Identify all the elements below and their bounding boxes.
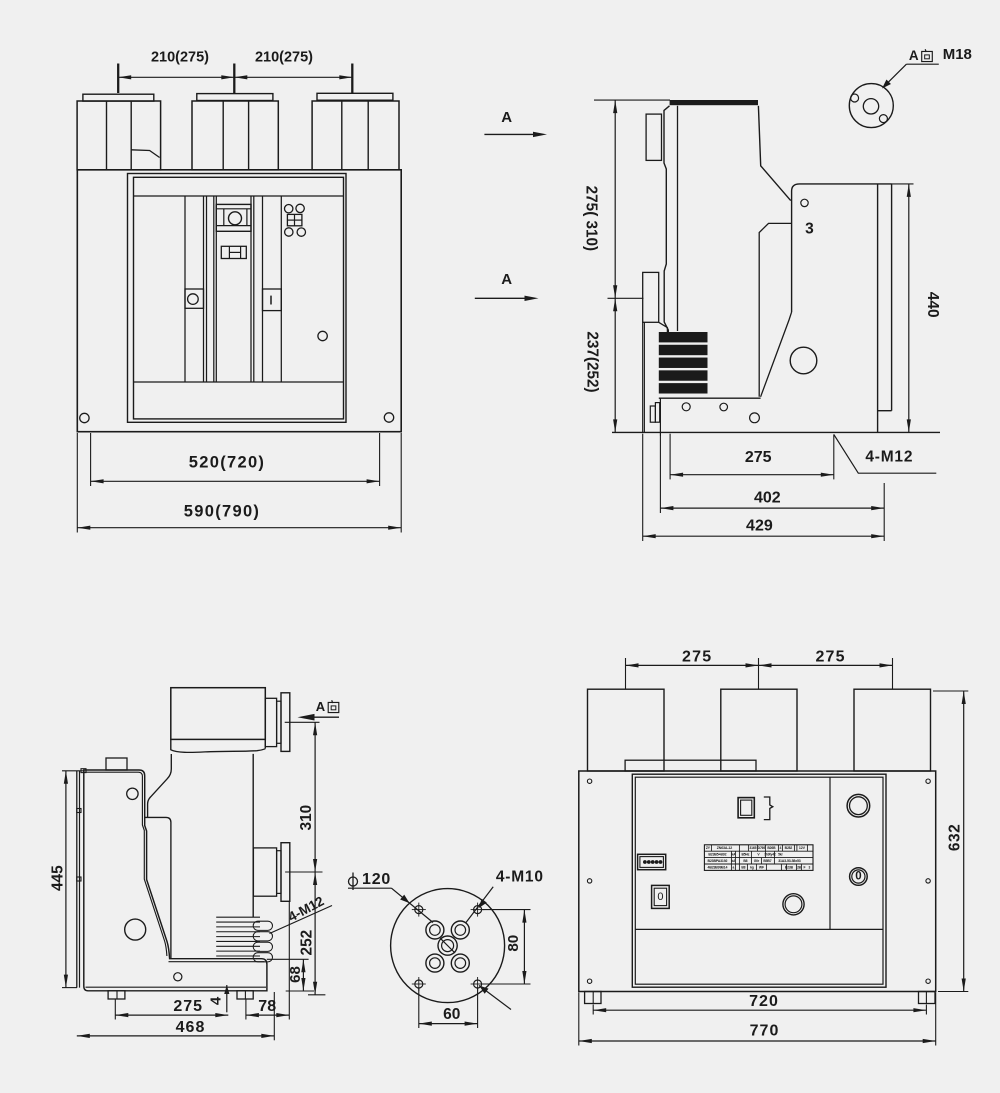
svg-text:3: 3 bbox=[809, 865, 811, 869]
svg-text:ZY: ZY bbox=[706, 846, 711, 850]
svg-text:445: 445 bbox=[50, 865, 67, 891]
svg-text:80: 80 bbox=[505, 935, 522, 952]
svg-text:ZN63A-12: ZN63A-12 bbox=[717, 846, 733, 850]
svg-text:kg: kg bbox=[750, 865, 754, 869]
svg-text:3: 3 bbox=[805, 221, 814, 238]
svg-text:4: 4 bbox=[780, 846, 782, 850]
svg-text:A: A bbox=[501, 271, 512, 288]
svg-text:B23B: B23B bbox=[785, 865, 794, 869]
svg-text:kA: kA bbox=[731, 859, 736, 863]
svg-text:590(790): 590(790) bbox=[184, 502, 260, 520]
svg-text:G0r: G0r bbox=[754, 859, 760, 863]
svg-text:B5Hz: B5Hz bbox=[741, 853, 749, 857]
svg-text:a: a bbox=[733, 865, 735, 869]
svg-text:632: 632 bbox=[946, 824, 963, 851]
svg-text:720: 720 bbox=[749, 993, 779, 1010]
svg-text:252: 252 bbox=[298, 930, 315, 956]
svg-text:3165: 3165 bbox=[749, 846, 756, 850]
svg-text:237(252): 237(252) bbox=[584, 331, 601, 392]
svg-text:B8: B8 bbox=[743, 859, 747, 863]
svg-text:B23B5+B92: B23B5+B92 bbox=[708, 853, 726, 857]
svg-text:310: 310 bbox=[298, 805, 315, 831]
svg-text:kA: kA bbox=[731, 853, 736, 857]
svg-text:210(275): 210(275) bbox=[255, 50, 313, 66]
svg-text:0: 0 bbox=[855, 871, 861, 883]
svg-text:4: 4 bbox=[207, 996, 224, 1005]
svg-text:468: 468 bbox=[176, 1019, 206, 1036]
svg-text:B282: B282 bbox=[785, 846, 793, 850]
svg-text:4B23B99B14: 4B23B99B14 bbox=[708, 865, 728, 869]
svg-text:4-M12: 4-M12 bbox=[865, 448, 913, 465]
svg-text:2B: 2B bbox=[797, 865, 802, 869]
svg-text:440: 440 bbox=[924, 292, 941, 318]
svg-text:WF: WF bbox=[759, 865, 764, 869]
svg-text:275: 275 bbox=[745, 449, 772, 466]
svg-text:275: 275 bbox=[682, 649, 712, 666]
svg-text:V: V bbox=[757, 853, 760, 857]
svg-text:78: 78 bbox=[258, 998, 276, 1015]
svg-text:275( 310): 275( 310) bbox=[583, 186, 600, 251]
svg-text:B23BPA3192: B23BPA3192 bbox=[707, 859, 727, 863]
svg-text:520(720): 520(720) bbox=[189, 453, 265, 471]
svg-text:0: 0 bbox=[657, 891, 663, 903]
svg-text:5kr: 5kr bbox=[778, 853, 783, 857]
svg-text:770: 770 bbox=[750, 1022, 780, 1039]
svg-text:12V: 12V bbox=[799, 846, 806, 850]
svg-text:402: 402 bbox=[754, 489, 781, 506]
svg-text:M18: M18 bbox=[943, 46, 972, 63]
svg-text:A: A bbox=[316, 699, 326, 714]
svg-text:210(275): 210(275) bbox=[151, 50, 209, 66]
svg-text:B26B: B26B bbox=[767, 846, 776, 850]
svg-text:A: A bbox=[501, 109, 512, 126]
svg-text:7h9ty42: 7h9ty42 bbox=[764, 853, 776, 857]
svg-text:A: A bbox=[909, 48, 919, 63]
svg-text:F: F bbox=[803, 865, 805, 869]
svg-text:B8: B8 bbox=[741, 865, 745, 869]
svg-text:31A3-53-58x53: 31A3-53-58x53 bbox=[778, 859, 801, 863]
svg-text:275: 275 bbox=[173, 998, 203, 1015]
svg-text:275: 275 bbox=[815, 649, 845, 666]
svg-text:D769: D769 bbox=[758, 846, 766, 850]
svg-text:B5B7: B5B7 bbox=[763, 859, 771, 863]
svg-text:60: 60 bbox=[443, 1006, 460, 1023]
svg-text:429: 429 bbox=[746, 518, 773, 535]
svg-text:68: 68 bbox=[287, 966, 304, 983]
svg-text:120: 120 bbox=[362, 871, 391, 888]
svg-text:4-M10: 4-M10 bbox=[496, 868, 544, 885]
